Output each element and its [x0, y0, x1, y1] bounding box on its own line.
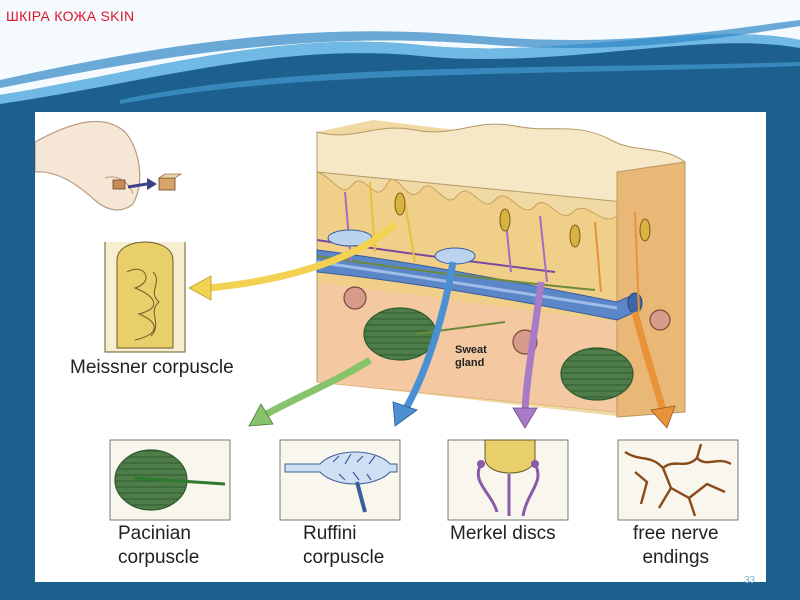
- label-free-nerve-line-1: free nerve: [633, 523, 719, 544]
- ruffini-inset: [279, 439, 401, 521]
- label-meissner-corpuscle: Meissner corpuscle: [70, 357, 234, 378]
- meissner-inset: [104, 241, 186, 353]
- label-free-nerve-line-2: endings: [642, 547, 710, 568]
- label-ruffini-corpuscle: Ruffini corpuscle: [303, 522, 384, 570]
- label-ruffini-line-2: corpuscle: [303, 547, 385, 568]
- free-nerve-inset: [617, 439, 739, 521]
- label-sweat-gland-line-1: Sweat: [455, 344, 487, 356]
- arrow-to-free-nerve: [631, 311, 676, 429]
- arrow-to-pacinian: [248, 357, 372, 427]
- page-number: 33: [744, 575, 756, 586]
- arrow-to-meissner: [188, 221, 398, 301]
- label-pacinian-corpuscle: Pacinian corpuscle: [118, 522, 199, 570]
- slide-title: ШКІРА КОЖА SKIN: [6, 8, 135, 24]
- label-pacinian-line-2: corpuscle: [118, 547, 200, 568]
- label-sweat-gland: Sweat gland: [455, 344, 487, 370]
- label-free-nerve-endings: free nerve endings: [633, 522, 719, 570]
- skin-receptors-figure: Meissner corpuscle Sweat gland Pacinian …: [35, 112, 766, 582]
- label-pacinian-line-1: Pacinian: [118, 523, 191, 544]
- figure-illustration: [35, 120, 739, 521]
- label-sweat-gland-line-2: gland: [455, 357, 485, 369]
- finger-illustration: [35, 120, 182, 211]
- skin-block: [316, 120, 686, 418]
- arrow-to-merkel: [512, 281, 545, 429]
- label-merkel-discs: Merkel discs: [450, 523, 556, 544]
- merkel-inset: [447, 439, 569, 521]
- arrow-to-ruffini: [392, 261, 457, 427]
- pacinian-inset: [109, 439, 231, 521]
- label-ruffini-line-1: Ruffini: [303, 523, 357, 544]
